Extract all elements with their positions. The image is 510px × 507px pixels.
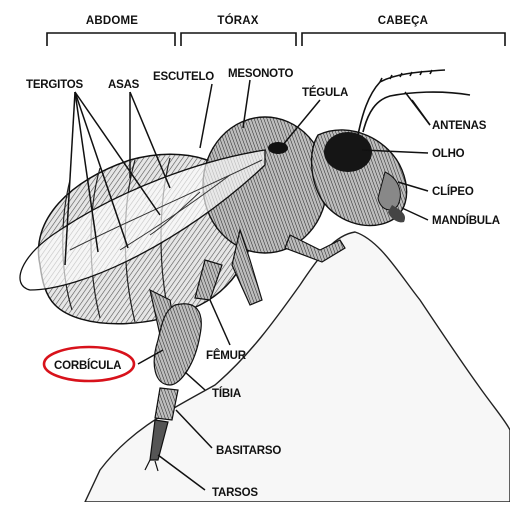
thorax-bracket (181, 33, 296, 46)
label-tarsos: TARSOS (212, 487, 258, 499)
label-basitarso: BASITARSO (216, 445, 281, 457)
tegula-shape (268, 142, 288, 154)
label-mandibula: MANDÍBULA (432, 214, 500, 227)
label-mesonoto: MESONOTO (228, 68, 294, 80)
pointer-antenas-2 (412, 100, 430, 125)
pointer-femur (210, 300, 230, 345)
label-tibia: TÍBIA (212, 387, 241, 400)
label-tergitos: TERGITOS (26, 79, 84, 91)
section-abdomen-title: ABDOME (86, 15, 138, 27)
abdomen-bracket (47, 33, 175, 46)
section-brackets (47, 33, 505, 46)
label-corbicula: CORBÍCULA (54, 359, 121, 372)
label-antenas: ANTENAS (432, 120, 487, 132)
eye-shape (324, 132, 372, 172)
label-tegula: TÉGULA (302, 86, 348, 99)
pointer-tibia (185, 372, 205, 390)
section-head-title: CABEÇA (378, 15, 428, 27)
label-escutelo: ESCUTELO (153, 71, 214, 83)
pointer-mandibula (402, 208, 428, 220)
label-clipeo: CLÍPEO (432, 185, 474, 198)
pointer-escutelo (200, 84, 212, 148)
label-asas: ASAS (108, 79, 140, 91)
head-bracket (302, 33, 505, 46)
label-olho: OLHO (432, 148, 465, 160)
section-thorax-title: TÓRAX (217, 14, 258, 27)
label-femur: FÊMUR (206, 349, 247, 362)
